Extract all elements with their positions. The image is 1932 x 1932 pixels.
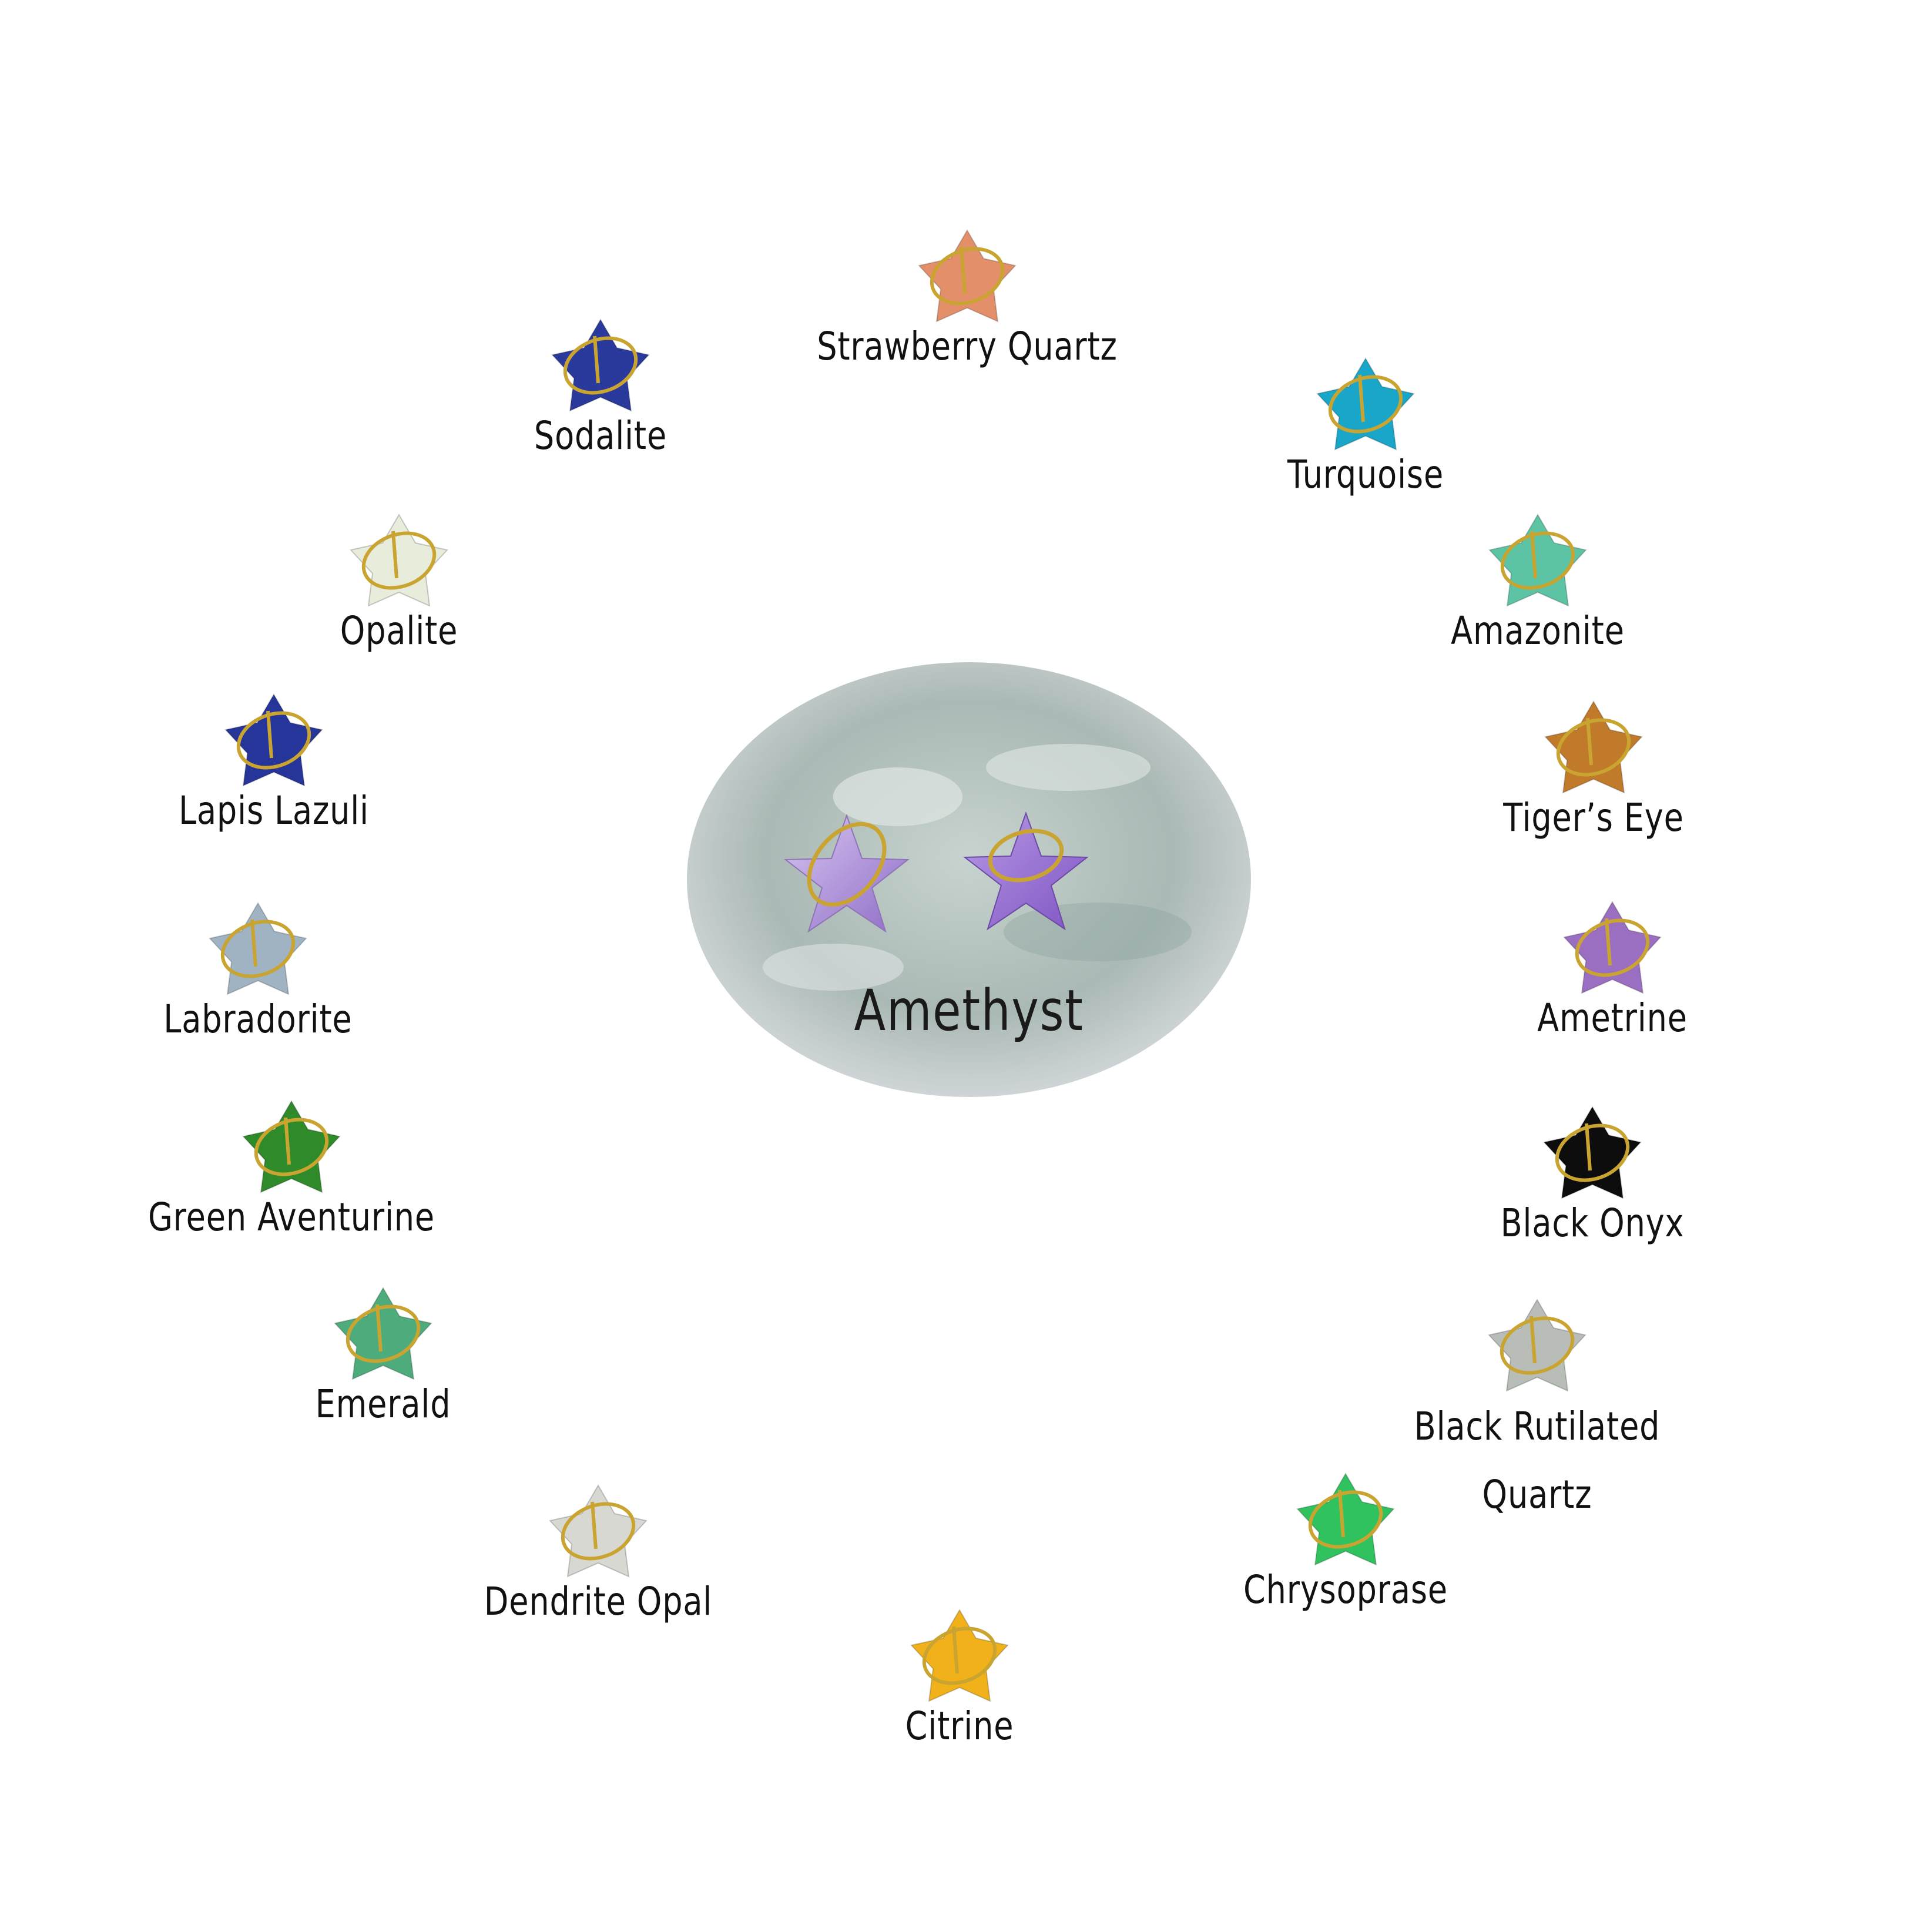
citrine-star-icon: [910, 1609, 1009, 1702]
strawberry-quartz-star-icon: [918, 229, 1017, 323]
sodalite-star-icon: [551, 318, 650, 412]
gem-sodalite: Sodalite: [395, 313, 806, 524]
gem-tigers-eye: Tiger’s Eye: [1388, 695, 1799, 906]
gem-dendrite-opal: Dendrite Opal: [393, 1478, 804, 1690]
chrysoprase-star-icon: [1296, 1473, 1395, 1566]
gem-black-onyx: Black Onyx: [1387, 1100, 1798, 1312]
gem-label: Amazonite: [1451, 608, 1625, 653]
gem-label: Emerald: [315, 1381, 451, 1427]
gem-strawberry-quartz: Strawberry Quartz: [762, 223, 1173, 435]
gem-label: Black Onyx: [1500, 1200, 1685, 1246]
amethyst-earrings-image: [687, 662, 1251, 1097]
gem-ametrine: Ametrine: [1407, 895, 1818, 1106]
gem-lapis-lazuli: Lapis Lazuli: [68, 687, 479, 899]
gem-label: Strawberry Quartz: [817, 324, 1118, 369]
gem-label: Green Aventurine: [147, 1195, 435, 1240]
ametrine-star-icon: [1563, 901, 1662, 994]
green-aventurine-star-icon: [242, 1100, 341, 1193]
gem-chrysoprase: Chrysoprase: [1140, 1467, 1551, 1678]
gem-label: Black Rutilated Quartz: [1414, 1404, 1661, 1517]
gem-emerald: Emerald: [177, 1281, 589, 1492]
gem-label: Dendrite Opal: [484, 1579, 713, 1624]
black-onyx-star-icon: [1543, 1106, 1642, 1199]
gem-labradorite: Labradorite: [52, 896, 464, 1108]
center-gem-label: Amethyst: [854, 978, 1084, 1044]
gem-label: Ametrine: [1537, 995, 1688, 1041]
amethyst-earring-left: [784, 814, 910, 933]
gem-label: Opalite: [340, 608, 458, 653]
gem-citrine: Citrine: [754, 1603, 1165, 1814]
turquoise-star-icon: [1316, 357, 1415, 451]
dendrite-opal-star-icon: [549, 1484, 648, 1578]
gem-amazonite: Amazonite: [1332, 508, 1743, 719]
gem-label: Chrysoprase: [1243, 1567, 1448, 1612]
gem-turquoise: Turquoise: [1160, 351, 1571, 563]
gem-label: Lapis Lazuli: [178, 788, 370, 833]
opalite-star-icon: [350, 514, 448, 607]
gem-green-aventurine: Green Aventurine: [86, 1094, 497, 1306]
gem-label: Turquoise: [1287, 452, 1444, 497]
amazonite-star-icon: [1488, 514, 1587, 607]
tigers-eye-star-icon: [1544, 700, 1643, 794]
gem-opalite: Opalite: [193, 508, 605, 719]
black-rutilated-quartz-star-icon: [1488, 1299, 1586, 1392]
gem-label: Citrine: [905, 1703, 1014, 1749]
lapis-lazuli-star-icon: [224, 693, 323, 787]
center-amethyst-photo: [686, 662, 1252, 1098]
amethyst-earring-right: [963, 811, 1089, 931]
gem-label: Labradorite: [163, 997, 353, 1042]
gem-label: Sodalite: [534, 413, 668, 458]
emerald-star-icon: [334, 1287, 432, 1380]
labradorite-star-icon: [209, 902, 307, 995]
gem-black-rutilated-quartz: Black Rutilated Quartz: [1331, 1293, 1743, 1517]
gem-label: Tiger’s Eye: [1503, 795, 1684, 840]
